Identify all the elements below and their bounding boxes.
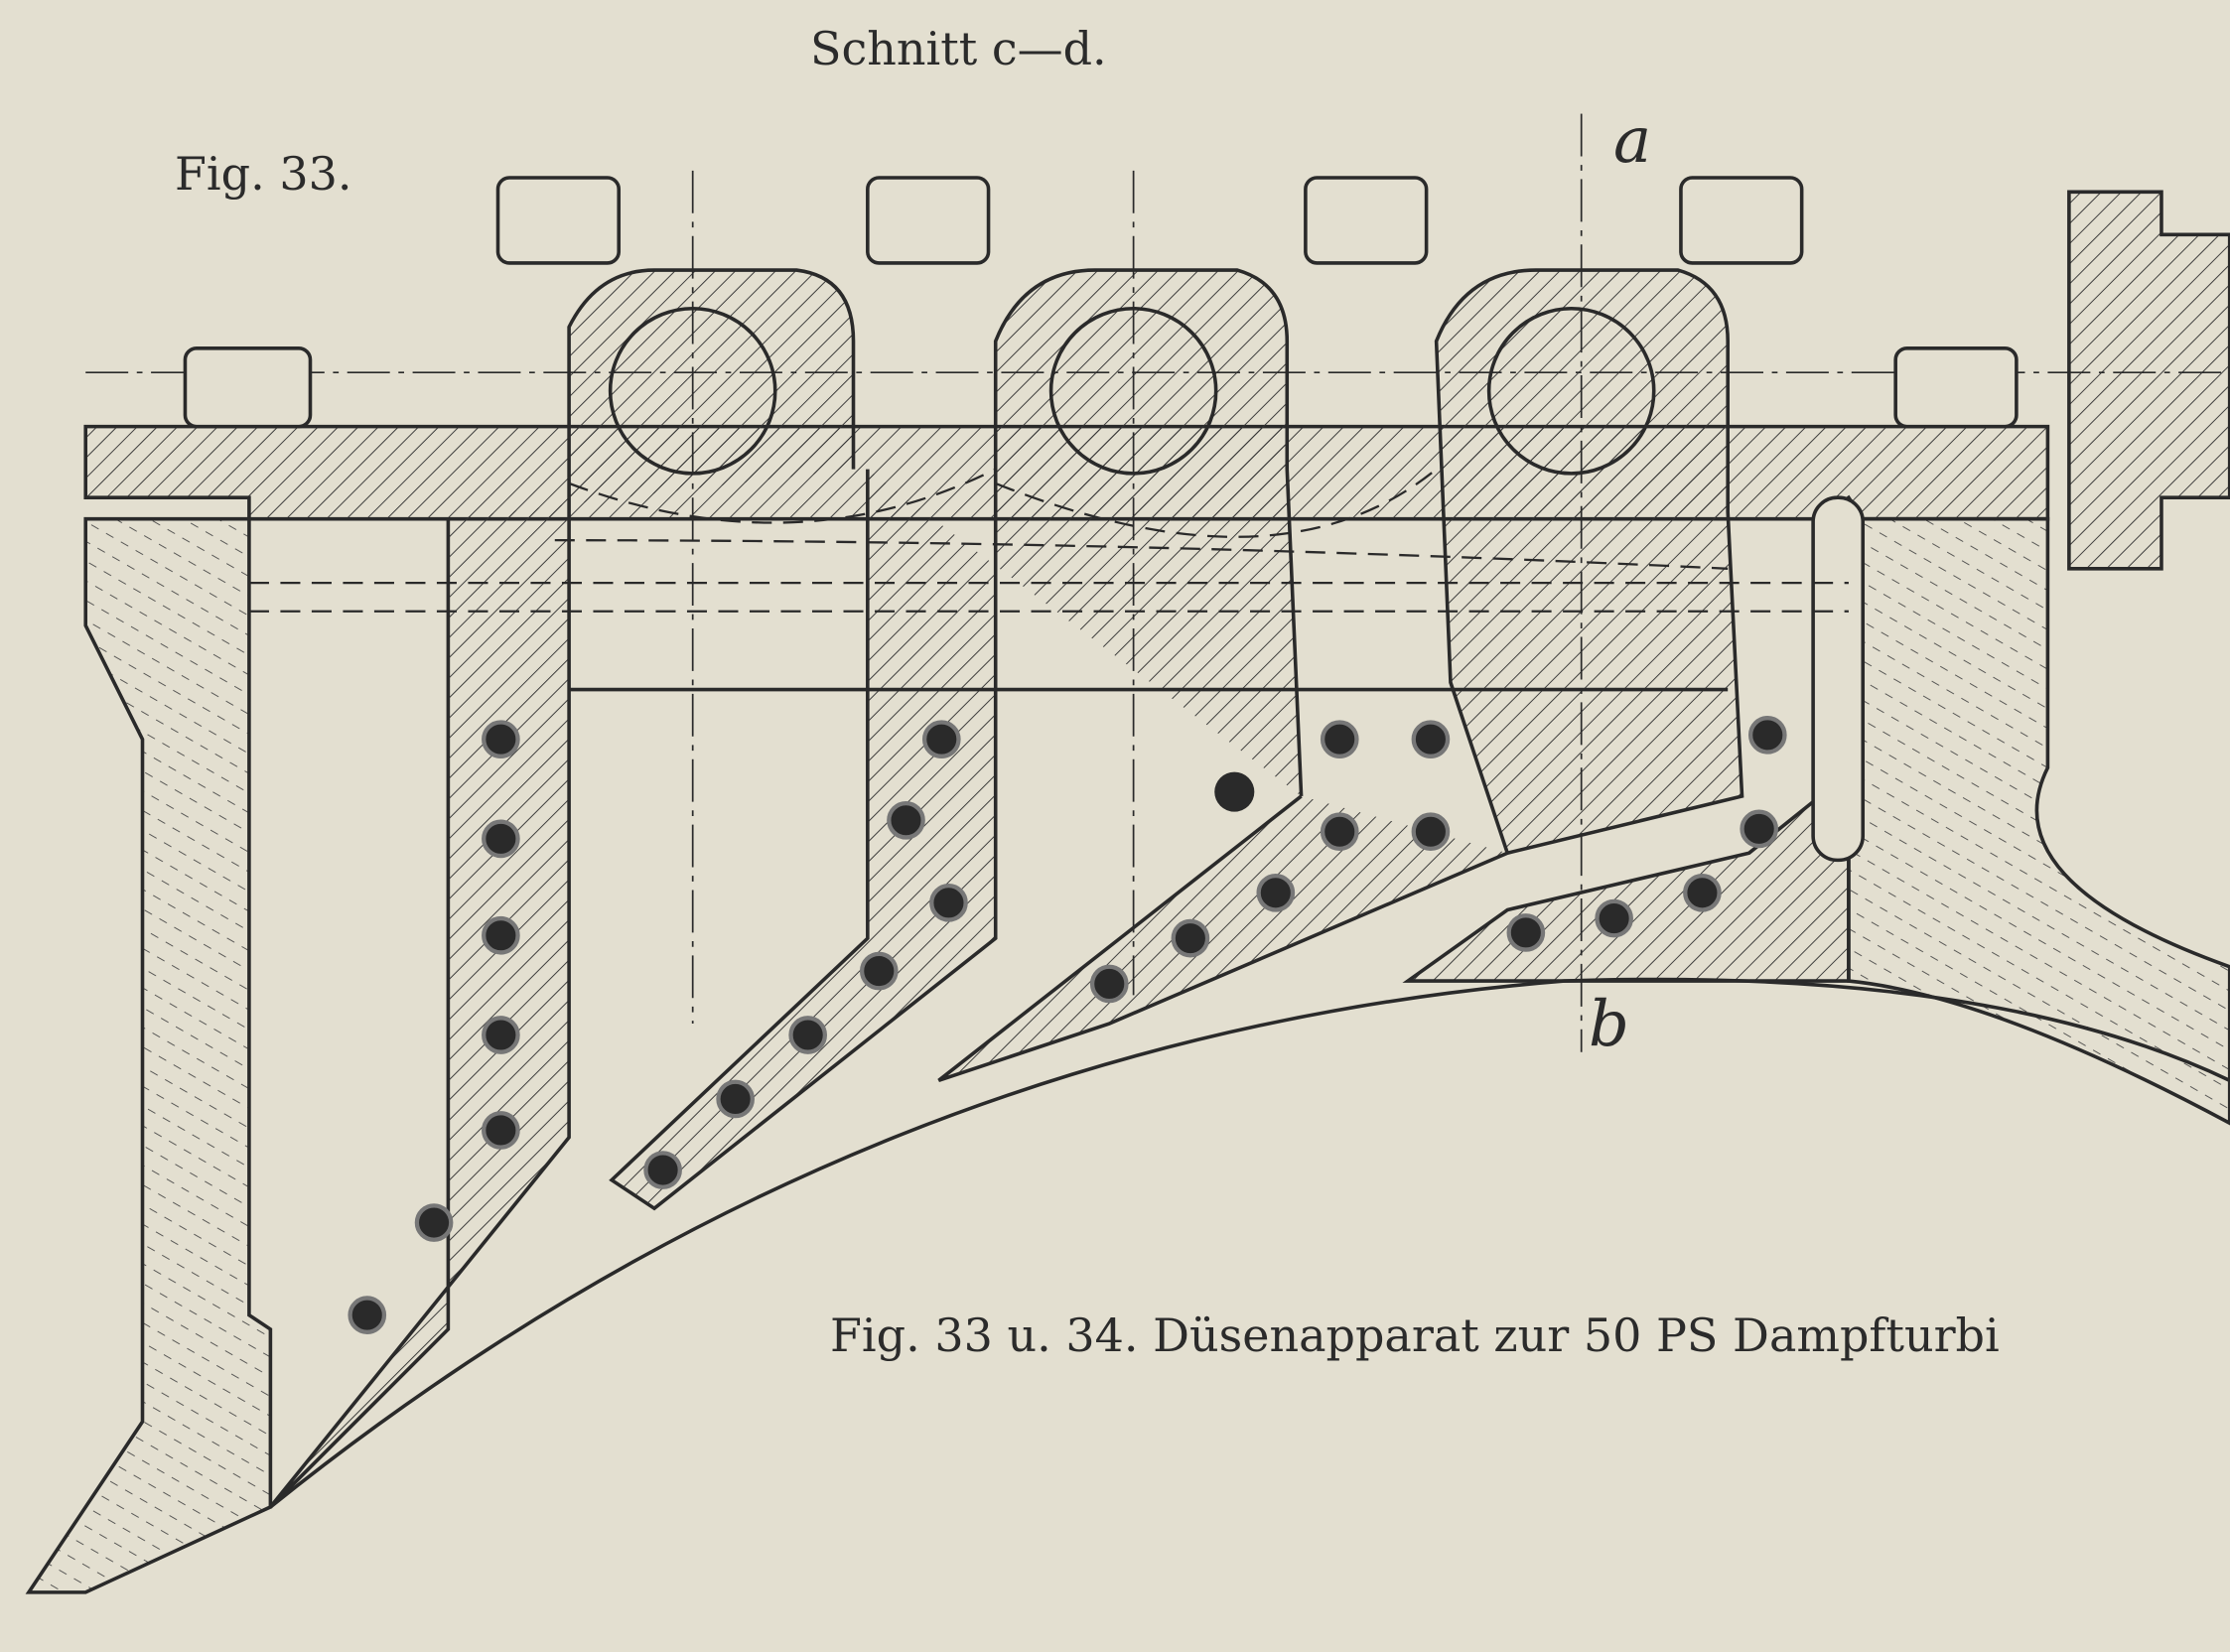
nut-icon [183,346,313,429]
casing-right [1847,516,2230,1126]
rotor-arc [269,977,2230,1509]
rivets [348,716,1787,1334]
section-mark-a: a [1613,104,1652,178]
section-mark-b: b [1589,988,1629,1061]
nut-icon [1679,176,1804,265]
steam-chamber-3 [1486,306,1656,476]
figure-label: Fig. 33. [175,147,352,201]
nozzle-wall-3 [937,268,1744,1083]
nut-icon [1304,176,1429,265]
nut-icon [1893,346,2019,429]
casing-left-wall [25,516,273,1594]
nut-icon [866,176,991,265]
section-title: Schnitt c—d. [810,22,1107,75]
bolt-nuts [183,176,2019,429]
pipe-flange [2067,190,2230,571]
figure-caption: Fig. 33 u. 34. Düsenapparat zur 50 PS Da… [830,1308,2000,1362]
nut-icon [495,176,622,265]
slot [1811,495,1866,863]
nozzle-wall-1 [268,268,856,1509]
